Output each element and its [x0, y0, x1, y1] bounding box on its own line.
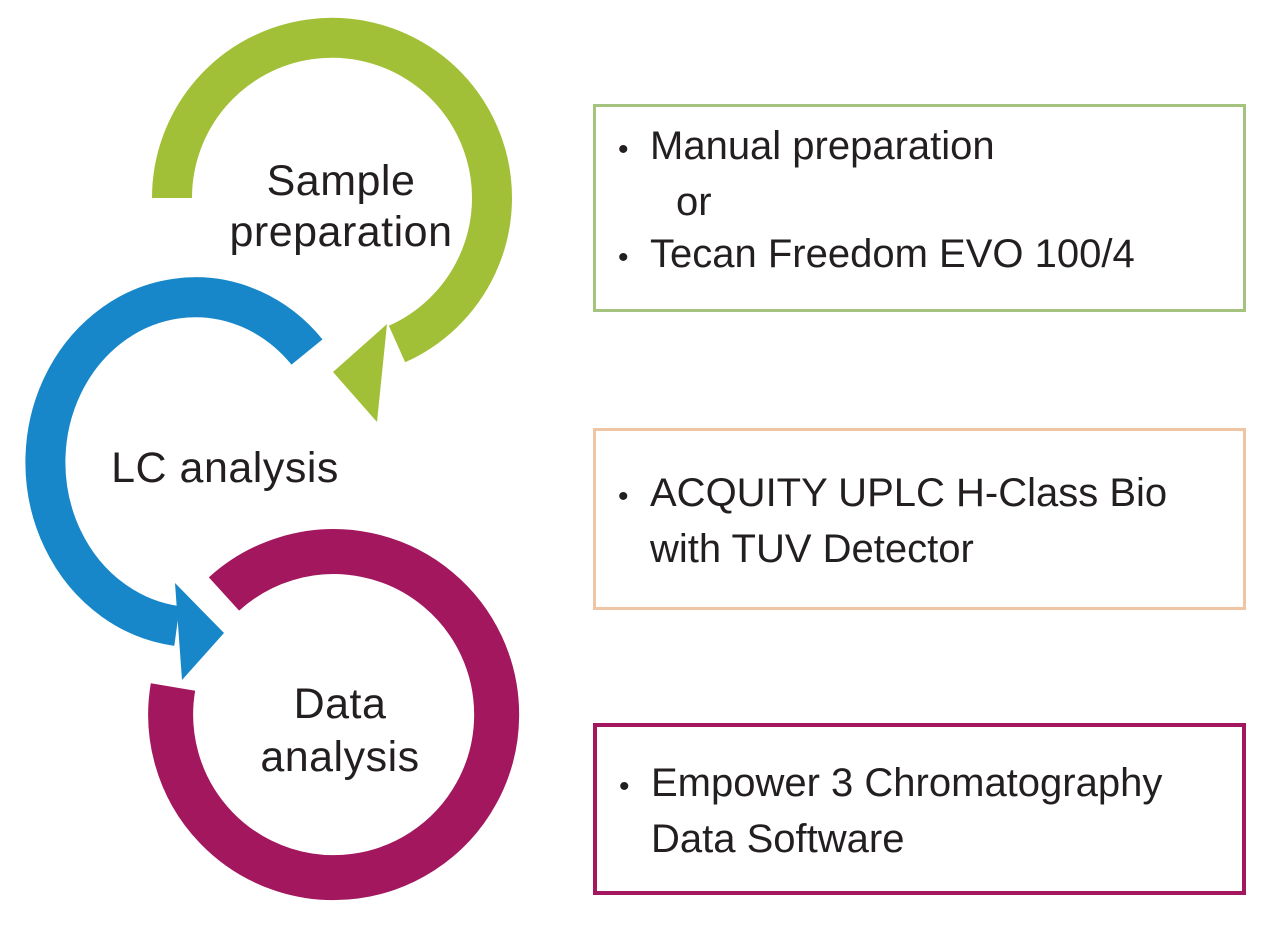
list-item-text: Empower 3 Chromatography: [651, 761, 1163, 805]
list-item: • Tecan Freedom EVO 100/4: [618, 228, 1235, 284]
bullet-icon: •: [618, 480, 629, 513]
data-analysis-cycle-arrow-icon: [148, 529, 520, 901]
green-arrowhead-icon: [333, 324, 387, 422]
bullet-icon: •: [618, 241, 629, 274]
list-item-text: Tecan Freedom EVO 100/4: [650, 232, 1135, 276]
list-item: or: [618, 176, 1235, 228]
list-item: • Empower 3 Chromatography: [619, 757, 1234, 813]
step-label-line: LC analysis: [111, 444, 339, 492]
sample-preparation-cycle-arrow-icon: [152, 17, 512, 422]
list-item-text: Data Software: [651, 817, 905, 861]
list-item: • ACQUITY UPLC H-Class Bio: [618, 467, 1235, 523]
step-label-line: Sample: [266, 157, 416, 205]
list-item-text: Manual preparation: [650, 124, 995, 168]
step-label-line: analysis: [260, 733, 420, 781]
sample-preparation-details-box: • Manual preparation or • Tecan Freedom …: [593, 104, 1246, 312]
bullet-icon: •: [618, 133, 629, 166]
list-item: • Manual preparation: [618, 120, 1235, 176]
step-label-sample-preparation: Sample preparation: [181, 156, 501, 258]
list-item-text: or: [676, 180, 712, 224]
lc-analysis-details-box: • ACQUITY UPLC H-Class Bio with TUV Dete…: [593, 428, 1246, 610]
bullet-icon: •: [619, 770, 630, 803]
step-label-line: preparation: [229, 208, 453, 256]
magenta-arc: [148, 529, 520, 901]
green-arc: [152, 17, 512, 363]
list-item-text: ACQUITY UPLC H-Class Bio: [650, 471, 1168, 515]
lc-analysis-cycle-arrow-icon: [25, 277, 323, 680]
list-item: Data Software: [619, 813, 1234, 865]
step-label-lc-analysis: LC analysis: [75, 442, 375, 494]
blue-arc: [25, 277, 323, 646]
step-label-line: Data: [293, 680, 387, 728]
list-item-text: with TUV Detector: [650, 527, 974, 571]
list-item: with TUV Detector: [618, 523, 1235, 575]
data-analysis-details-box: • Empower 3 Chromatography Data Software: [593, 723, 1246, 895]
blue-arrowhead-icon: [175, 583, 224, 680]
step-label-data-analysis: Data analysis: [185, 678, 495, 784]
